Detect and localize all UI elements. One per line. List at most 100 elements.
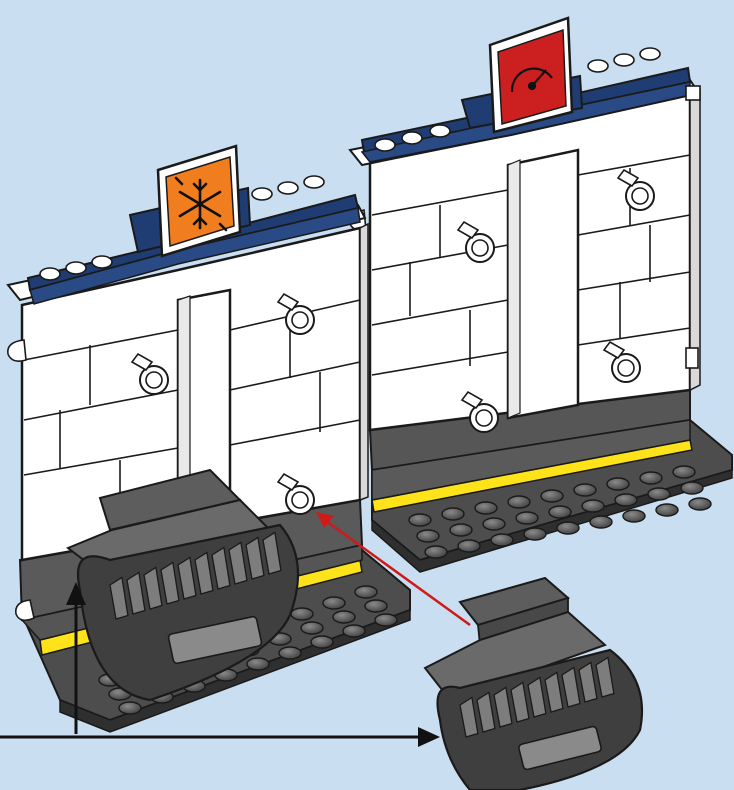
grille-tooth <box>262 531 282 575</box>
left-clip-upper <box>7 339 27 362</box>
plate-stud <box>441 507 465 521</box>
grille-tooth <box>126 571 146 615</box>
plate-stud <box>246 657 270 671</box>
placement-arrow-head <box>316 512 334 528</box>
right-top-studs <box>374 47 661 152</box>
right-wall-side <box>689 88 701 392</box>
speedometer-icon <box>510 67 553 93</box>
plate-stud <box>449 523 473 537</box>
right-wall-section <box>348 16 733 573</box>
plate-stud <box>278 646 302 660</box>
right-clip-top <box>685 85 701 101</box>
grille-tooth <box>177 556 197 600</box>
grille-tooth <box>194 551 214 595</box>
plate-stud <box>482 517 506 531</box>
plate-stud <box>416 529 440 543</box>
plate-stud <box>581 499 605 513</box>
plate-stud <box>490 533 514 547</box>
left-pins <box>130 292 315 515</box>
plate-stud <box>300 621 324 635</box>
pin-core <box>291 491 309 509</box>
plate-stud <box>540 489 564 503</box>
plate-stud <box>647 487 671 501</box>
pin-core <box>145 371 163 389</box>
plate-stud <box>639 471 663 485</box>
pin-shaft <box>276 472 300 492</box>
pin-core <box>471 239 489 257</box>
right-sign <box>488 16 574 134</box>
pin-shaft <box>276 292 300 312</box>
plate-stud <box>408 513 432 527</box>
plate-stud <box>606 477 630 491</box>
mounted-grille-element <box>66 468 300 702</box>
plate-stud <box>322 596 346 610</box>
plate-stud <box>556 521 580 535</box>
plate-stud <box>622 509 646 523</box>
plate-stud <box>688 497 712 511</box>
grille-tooth <box>527 676 547 718</box>
left-base-plate-side <box>59 608 411 733</box>
right-base-plate-side <box>371 469 733 573</box>
right-pins <box>456 168 655 433</box>
plate-stud <box>589 515 613 529</box>
grille-tooth <box>595 656 615 698</box>
plate-stud <box>290 607 314 621</box>
callout-arrows <box>0 512 471 747</box>
right-plate-studs <box>408 465 712 559</box>
pin-core <box>631 187 649 205</box>
pin-shaft <box>602 340 626 360</box>
grille-tooth <box>211 546 231 590</box>
grille-tooth <box>245 536 265 580</box>
pin-shaft <box>130 352 154 372</box>
loose-grille-element <box>423 576 644 790</box>
pin-shaft <box>456 220 480 240</box>
left-top-studs <box>39 175 325 281</box>
right-arrow-head <box>418 727 440 747</box>
plate-stud <box>507 495 531 509</box>
grille-tooth <box>476 691 496 733</box>
plate-stud <box>342 624 366 638</box>
plate-stud <box>523 527 547 541</box>
plate-stud <box>614 493 638 507</box>
grille-tooth <box>228 541 248 585</box>
plate-stud <box>354 585 378 599</box>
pin-core <box>291 311 309 329</box>
plate-stud <box>310 635 334 649</box>
plate-stud <box>118 701 142 715</box>
grille-tooth <box>160 561 180 605</box>
right-window-inner <box>507 159 521 419</box>
up-arrow-head <box>66 582 86 605</box>
placement-arrow-line <box>321 516 471 627</box>
pin-shaft <box>616 168 640 188</box>
plate-stud <box>573 483 597 497</box>
plate-stud <box>548 505 572 519</box>
right-clip-bottom <box>685 347 699 369</box>
left-sign <box>156 144 242 258</box>
grille-tooth <box>544 671 564 713</box>
grille-tooth <box>510 681 530 723</box>
right-grey-lower <box>371 419 691 501</box>
plate-stud <box>515 511 539 525</box>
pin-shaft <box>460 390 484 410</box>
plate-stud <box>424 545 448 559</box>
pin-core <box>475 409 493 427</box>
plate-stud <box>680 481 704 495</box>
left-wall-side <box>359 222 369 502</box>
plate-stud <box>364 599 388 613</box>
plate-stud <box>332 610 356 624</box>
pin-core <box>617 359 635 377</box>
left-clip-lower <box>14 599 35 622</box>
grille-right-teeth <box>459 656 615 738</box>
plate-stud <box>374 613 398 627</box>
grille-tooth <box>561 666 581 708</box>
plate-stud <box>672 465 696 479</box>
plate-stud <box>474 501 498 515</box>
grille-tooth <box>578 661 598 703</box>
grille-left-teeth <box>109 531 282 620</box>
grille-tooth <box>109 576 129 620</box>
plate-stud <box>457 539 481 553</box>
grille-tooth <box>143 566 163 610</box>
plate-stud <box>655 503 679 517</box>
